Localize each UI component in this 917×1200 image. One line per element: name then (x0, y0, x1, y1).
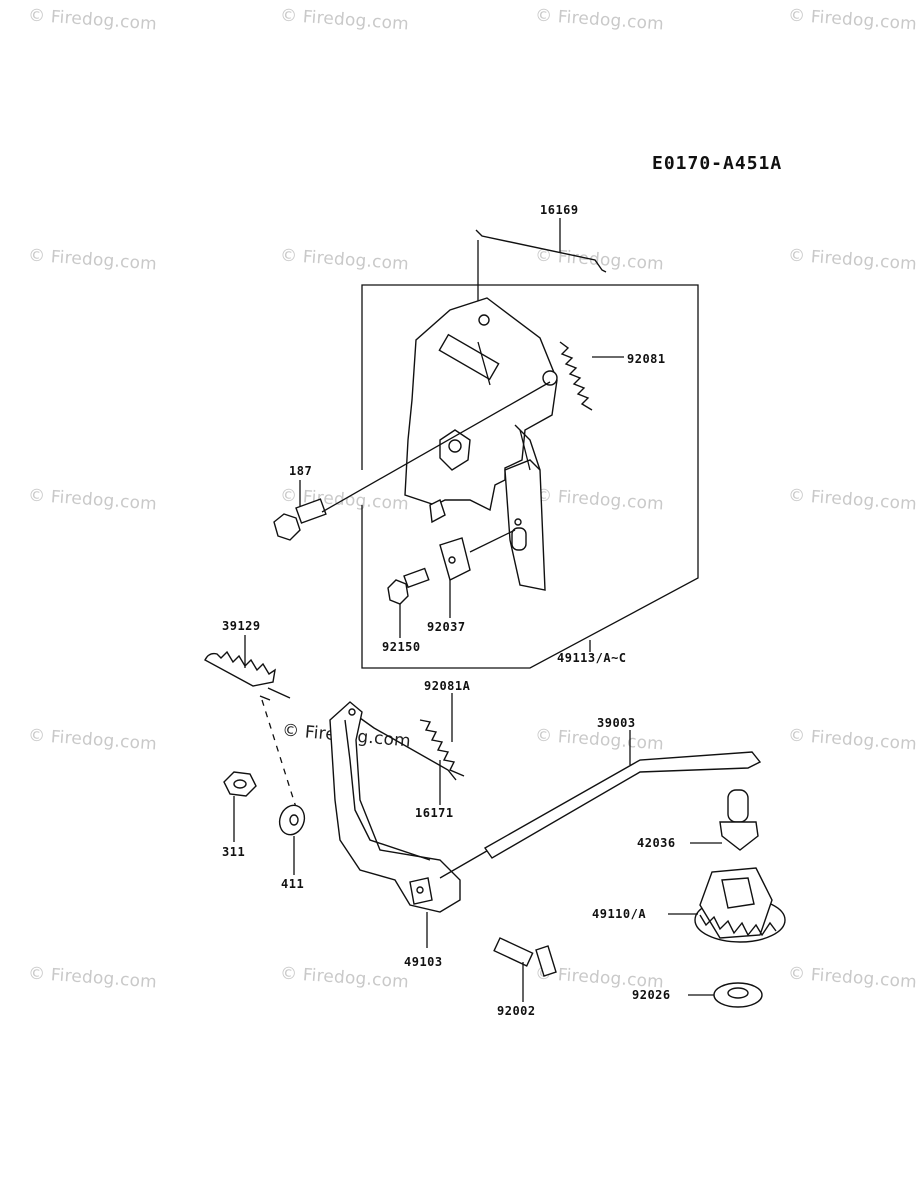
rod-16169-shape (475, 229, 607, 273)
part-label-39129: 39129 (222, 619, 261, 633)
part-label-92081a: 92081A (424, 679, 471, 693)
nut-311-shape (223, 771, 257, 797)
part-label-311: 311 (222, 845, 246, 859)
part-label-92037: 92037 (427, 620, 466, 634)
part-label-187: 187 (289, 464, 313, 478)
part-label-49113: 49113/A~C (557, 651, 627, 665)
rod-16171-shape (359, 717, 457, 781)
bolt-92002-shape (493, 937, 557, 977)
screw-92150-shape (387, 567, 430, 605)
part-label-16171: 16171 (415, 806, 454, 820)
part-label-49110: 49110/A (592, 907, 647, 921)
plate-slot (438, 333, 500, 381)
washer-92026-shape (713, 982, 763, 1008)
assembly-outline (361, 284, 699, 669)
rod-39003-shape (483, 751, 762, 859)
part-label-49103: 49103 (404, 955, 443, 969)
spring-92081-shape (559, 341, 593, 411)
part-label-92026: 92026 (632, 988, 671, 1002)
pin-42036-shape (719, 789, 759, 851)
spring-39129-shape (204, 650, 276, 687)
spring-92081a-shape (419, 719, 465, 777)
part-label-411: 411 (281, 877, 305, 891)
diagram-code: E0170-A451A (652, 153, 783, 174)
lever-strip-shape (504, 459, 546, 591)
bolt-187-shape (273, 498, 327, 541)
washer-411-shape (278, 804, 306, 836)
gear-49110-shape (694, 867, 786, 943)
part-label-92150: 92150 (382, 640, 421, 654)
part-label-42036: 42036 (637, 836, 676, 850)
part-label-92081: 92081 (627, 352, 666, 366)
part-label-16169: 16169 (540, 203, 579, 217)
part-label-92002: 92002 (497, 1004, 536, 1018)
part-label-39003: 39003 (597, 716, 636, 730)
